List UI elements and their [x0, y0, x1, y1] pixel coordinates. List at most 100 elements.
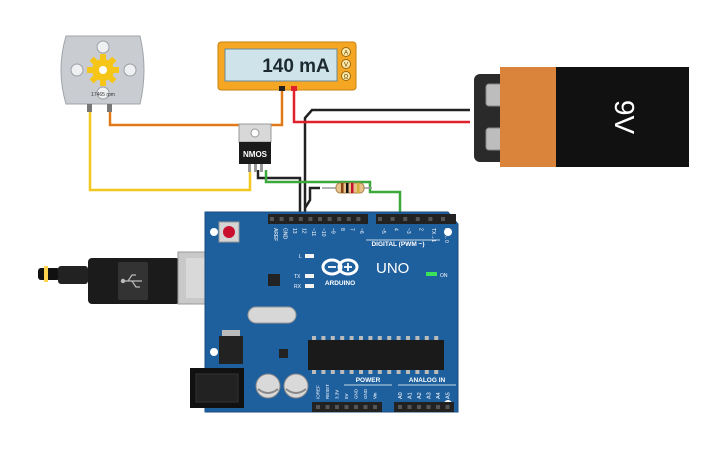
wire-orange[interactable] — [108, 88, 284, 127]
chip-pin — [377, 336, 382, 340]
pin-label: TX→1 — [430, 228, 436, 242]
arduino-brand: ARDUINO — [325, 280, 355, 287]
header-hole[interactable] — [403, 217, 408, 221]
header-hole[interactable] — [436, 405, 440, 409]
header-hole[interactable] — [417, 405, 421, 409]
header-hole[interactable] — [308, 217, 313, 221]
led-rx-label: RX — [294, 284, 302, 290]
header-hole[interactable] — [318, 217, 322, 221]
chip-pin — [359, 336, 363, 340]
header-hole[interactable] — [363, 405, 368, 409]
pin-label: A3 — [427, 392, 433, 399]
bottom-header-holes — [316, 405, 450, 409]
mode-ohm-button[interactable] — [341, 71, 351, 81]
digital-header-label: DIGITAL (PWM ~) — [371, 241, 424, 248]
header-hole[interactable] — [407, 405, 412, 409]
chip-pin — [406, 336, 410, 340]
pin-label: RX←0 — [443, 228, 449, 243]
pin-label: A0 — [398, 392, 404, 399]
pin-label: ~5 — [380, 228, 386, 234]
pin-label: AREF — [272, 228, 278, 241]
voltage-regulator — [219, 336, 243, 364]
dc-motor[interactable]: 17465 rpm — [60, 35, 145, 112]
header-hole[interactable] — [289, 217, 294, 221]
chip-pin — [434, 336, 439, 340]
pin-label: 4 — [392, 228, 398, 231]
header-hole[interactable] — [316, 405, 320, 409]
led-tx — [305, 274, 314, 278]
atmega-chip — [308, 340, 444, 370]
header-hole[interactable] — [373, 405, 377, 409]
pin-label: IOREF — [316, 385, 321, 399]
capacitor-1 — [255, 373, 281, 399]
resistor[interactable] — [322, 182, 372, 194]
power-led — [426, 272, 437, 276]
on-label: ON — [440, 273, 448, 279]
header-hole[interactable] — [298, 217, 303, 221]
pin-label: 12 — [301, 228, 307, 234]
pin-label: ~10 — [320, 228, 326, 237]
chip-pin — [424, 370, 429, 374]
header-hole[interactable] — [337, 217, 342, 221]
pin-label: A4 — [436, 392, 442, 399]
wire-green[interactable] — [264, 170, 402, 218]
battery-label: 9V — [609, 100, 640, 135]
chip-pin — [377, 370, 382, 374]
header-hole[interactable] — [441, 217, 445, 221]
header-hole[interactable] — [325, 405, 330, 409]
pin-label: 5V — [344, 393, 349, 399]
pin-label: ~6 — [358, 228, 364, 234]
chip-pin — [387, 370, 392, 374]
header-hole[interactable] — [415, 217, 420, 221]
header-analog[interactable] — [394, 402, 454, 412]
pin-label: 7 — [349, 228, 355, 231]
header-hole[interactable] — [354, 405, 358, 409]
wire-black-gnd[interactable] — [256, 170, 302, 218]
pin-label: GND — [354, 388, 359, 399]
multimeter[interactable]: 140 mA A V Ω — [217, 41, 357, 91]
chip-pin — [330, 370, 335, 374]
chip-pin — [312, 370, 316, 374]
header-hole[interactable] — [327, 217, 332, 221]
analog-header-label: ANALOG IN — [409, 377, 446, 384]
header-hole[interactable] — [428, 217, 433, 221]
mode-a-button[interactable] — [341, 47, 351, 57]
nmos-transistor[interactable]: NMOS — [238, 123, 272, 172]
chip-pin — [321, 370, 326, 374]
small-chip — [279, 349, 288, 358]
header-hole[interactable] — [426, 405, 431, 409]
chip-pin — [406, 370, 410, 374]
pin-label: A2 — [417, 392, 423, 399]
wire-red[interactable] — [292, 88, 470, 124]
header-hole[interactable] — [346, 217, 351, 221]
usb-chip — [268, 274, 280, 286]
header-hole[interactable] — [398, 405, 402, 409]
battery-9v[interactable]: 9V — [474, 67, 689, 167]
chip-pin — [387, 336, 392, 340]
header-hole[interactable] — [356, 217, 361, 221]
header-hole[interactable] — [279, 217, 284, 221]
usb-icon — [120, 274, 142, 288]
led-l-label: L — [299, 254, 302, 260]
header-hole[interactable] — [335, 405, 339, 409]
pin-label: 13 — [291, 228, 297, 234]
mode-v-button[interactable] — [341, 59, 351, 69]
wire-yellow[interactable] — [88, 110, 252, 192]
usb-cable[interactable] — [38, 251, 227, 305]
wire-black-battery[interactable] — [303, 108, 470, 218]
wire-black-resistor[interactable] — [303, 186, 320, 209]
chip-pin — [330, 336, 335, 340]
header-hole[interactable] — [390, 217, 395, 221]
header-hole[interactable] — [378, 217, 382, 221]
header-hole[interactable] — [445, 405, 450, 409]
capacitor-2 — [283, 373, 309, 399]
header-hole[interactable] — [270, 217, 274, 221]
header-hole[interactable] — [344, 405, 349, 409]
chip-pin — [434, 370, 439, 374]
pin-label: RESET — [325, 384, 330, 399]
pin-label: ~11 — [310, 228, 316, 236]
wires — [88, 88, 470, 218]
